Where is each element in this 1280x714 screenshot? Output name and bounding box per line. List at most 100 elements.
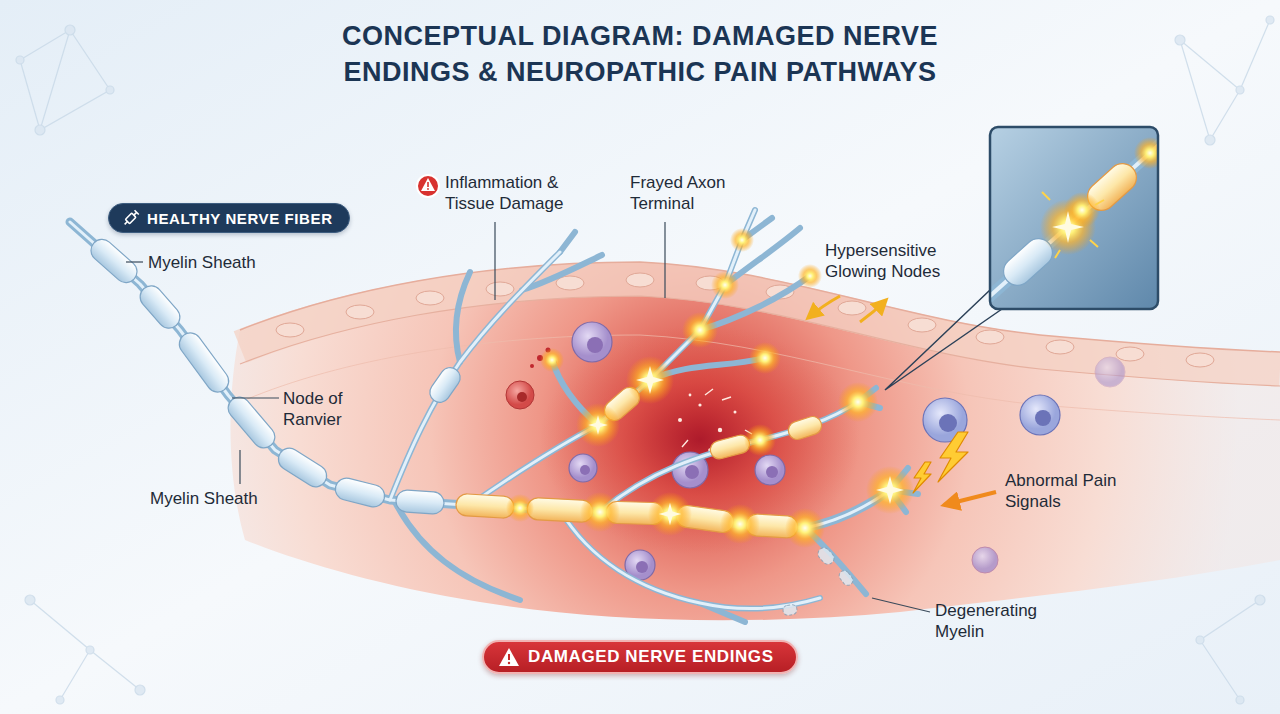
hypersensitive-glow	[540, 348, 564, 372]
nerve-axon	[522, 255, 602, 290]
inset-magnifier	[1042, 192, 1104, 258]
signal-arrow	[808, 296, 996, 505]
inset-magnifier	[1134, 137, 1158, 169]
nerve-axon	[70, 210, 890, 609]
nerve-axon	[560, 232, 575, 252]
immune-cell	[587, 337, 603, 353]
immune-cell	[1095, 357, 1125, 387]
degenerating-fragment	[782, 545, 855, 616]
nerve-axon	[600, 402, 858, 512]
skin-cells	[976, 330, 1004, 344]
myelin-sheath	[426, 364, 464, 407]
warning-icon	[508, 662, 510, 664]
network-decoration	[1180, 20, 1270, 140]
network-decoration	[1266, 16, 1274, 24]
syringe-icon	[121, 208, 141, 228]
immune-cell	[685, 465, 699, 479]
nerve-axon	[470, 210, 755, 505]
warning-icon	[498, 647, 520, 667]
inflammation-debris	[530, 364, 534, 368]
leader-line	[239, 450, 240, 484]
hypersensitive-glow	[749, 342, 781, 374]
sparkle	[659, 503, 681, 525]
nerve-axon	[470, 210, 755, 505]
skin-cells	[838, 301, 866, 315]
warning-icon	[427, 182, 429, 187]
inflammation-debris	[718, 428, 722, 432]
degenerating-fragment	[837, 569, 855, 588]
inflammation-debris	[734, 411, 737, 414]
immune-cell	[517, 392, 527, 402]
nerve-axon	[390, 252, 560, 500]
inset-magnifier	[990, 127, 1158, 309]
skin-cells	[908, 318, 936, 332]
leader-line	[494, 222, 495, 300]
skin-cells	[1186, 353, 1214, 367]
nerve-axon	[600, 402, 858, 512]
network-decoration	[86, 646, 94, 654]
network-decoration	[30, 600, 140, 700]
network-decoration	[1236, 86, 1244, 94]
immune-cell	[1020, 395, 1060, 435]
nerve-axon	[70, 222, 890, 528]
skin-cells	[486, 282, 514, 296]
syringe-icon	[123, 210, 139, 226]
hypersensitive-glow	[711, 271, 739, 299]
callout-label: Frayed Axon Terminal	[630, 172, 748, 215]
tissue	[230, 262, 1280, 620]
nerve-axon	[70, 222, 890, 528]
myelin-sheath	[395, 489, 444, 514]
damaged-myelin	[455, 493, 514, 518]
inset-magnifier	[885, 290, 1002, 390]
network-decoration	[56, 696, 64, 704]
callout-label: Myelin Sheath	[148, 252, 256, 273]
degenerating-fragment	[816, 545, 837, 566]
hypersensitive-glow	[785, 508, 825, 548]
skin-cells	[1046, 340, 1074, 354]
hypersensitive-glow	[648, 492, 692, 536]
callout-label: Degenerating Myelin	[935, 600, 1047, 643]
immune-cell	[569, 454, 597, 482]
network-decoration	[1205, 135, 1215, 145]
skin-cells	[416, 291, 444, 305]
immune-cell	[755, 455, 785, 485]
leader-line	[664, 222, 665, 298]
myelin-sheath	[86, 235, 141, 287]
sparkle	[876, 476, 904, 504]
hypersensitive-glow	[798, 264, 822, 288]
immune-cell	[636, 561, 648, 573]
hypersensitive-glow	[576, 403, 620, 447]
inset-magnifier	[990, 135, 1158, 305]
lightning-bolt	[913, 432, 968, 493]
damaged-myelin	[786, 414, 824, 442]
leader-line	[126, 261, 143, 262]
sparkle	[588, 415, 608, 435]
network-decoration	[1196, 636, 1204, 644]
immune-cell	[506, 381, 534, 409]
immune-cell	[766, 466, 778, 478]
inset-magnifier	[990, 135, 1158, 305]
skin-cells	[1116, 347, 1144, 361]
network-decoration	[25, 595, 35, 605]
hypersensitive-glow	[730, 228, 754, 252]
myelin-sheath	[274, 444, 331, 491]
myelin-sheath	[136, 281, 185, 332]
sparkle	[636, 366, 664, 394]
hypersensitive-glow	[866, 466, 914, 514]
damaged-myelin	[455, 383, 824, 538]
network-decoration	[1255, 595, 1265, 605]
warning-icon	[417, 175, 439, 197]
immune-cell	[1035, 410, 1051, 426]
status-badge: DAMAGED NERVE ENDINGS	[482, 640, 798, 674]
diagram-title: CONCEPTUAL DIAGRAM: DAMAGED NERVE ENDING…	[90, 18, 1190, 91]
tissue	[245, 335, 1280, 420]
hypersensitive-glow	[626, 356, 674, 404]
status-badge: HEALTHY NERVE FIBER	[108, 203, 350, 233]
signal-arrow	[860, 300, 886, 322]
nerve-axon	[456, 272, 470, 362]
tissue	[230, 262, 1280, 620]
warning-icon	[417, 175, 439, 197]
